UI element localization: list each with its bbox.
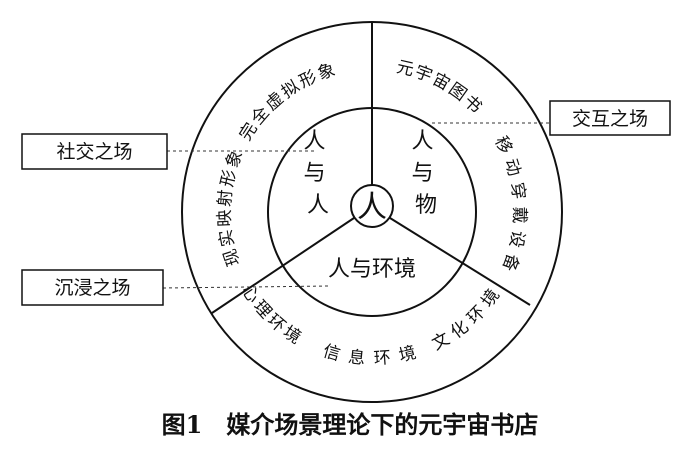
ring-char: 息 bbox=[347, 347, 366, 369]
ring-char: 境 bbox=[478, 286, 504, 312]
outer-bottom-mid-label: 信息环境 bbox=[321, 341, 419, 369]
label-box-immersion bbox=[21, 269, 164, 306]
leader-immersion bbox=[162, 285, 331, 289]
ring-char: 动 bbox=[500, 156, 524, 178]
ring-char: 设 bbox=[505, 229, 528, 249]
ring-char: 宇 bbox=[412, 62, 435, 87]
ring-char: 信 bbox=[321, 341, 343, 365]
center-label: 人 bbox=[357, 190, 387, 225]
inner-left-label: 人 与 人 bbox=[303, 129, 332, 218]
ring-char: 移 bbox=[490, 133, 516, 157]
ring-char: 形 bbox=[217, 168, 240, 189]
divider-right bbox=[389, 217, 531, 306]
label-box-social bbox=[21, 133, 168, 170]
ring-char: 象 bbox=[222, 148, 247, 171]
ring-char: 环 bbox=[373, 348, 391, 369]
ring-char: 元 bbox=[395, 57, 416, 80]
ring-char: 象 bbox=[315, 60, 337, 84]
ring-char: 戴 bbox=[509, 206, 529, 223]
inner-bottom-label: 人与环境 bbox=[328, 257, 416, 282]
ring-char: 穿 bbox=[506, 181, 528, 201]
label-immersion: 沉浸之场 bbox=[54, 277, 130, 299]
ring-char: 境 bbox=[397, 343, 418, 367]
ring-char: 文 bbox=[429, 329, 453, 355]
inner-right-label: 人 与 物 bbox=[411, 129, 440, 218]
ring-char: 实 bbox=[216, 228, 239, 248]
label-box-interaction bbox=[549, 100, 671, 136]
figure-caption: 图1 媒介场景理论下的元宇宙书店 bbox=[162, 410, 539, 439]
label-social: 社交之场 bbox=[56, 141, 132, 163]
ring-char: 映 bbox=[215, 209, 236, 227]
ring-char: 射 bbox=[215, 189, 237, 208]
divider-left bbox=[211, 217, 355, 314]
ring-char: 现 bbox=[220, 246, 244, 268]
ring-char: 备 bbox=[498, 251, 523, 274]
label-interaction: 交互之场 bbox=[572, 108, 648, 130]
